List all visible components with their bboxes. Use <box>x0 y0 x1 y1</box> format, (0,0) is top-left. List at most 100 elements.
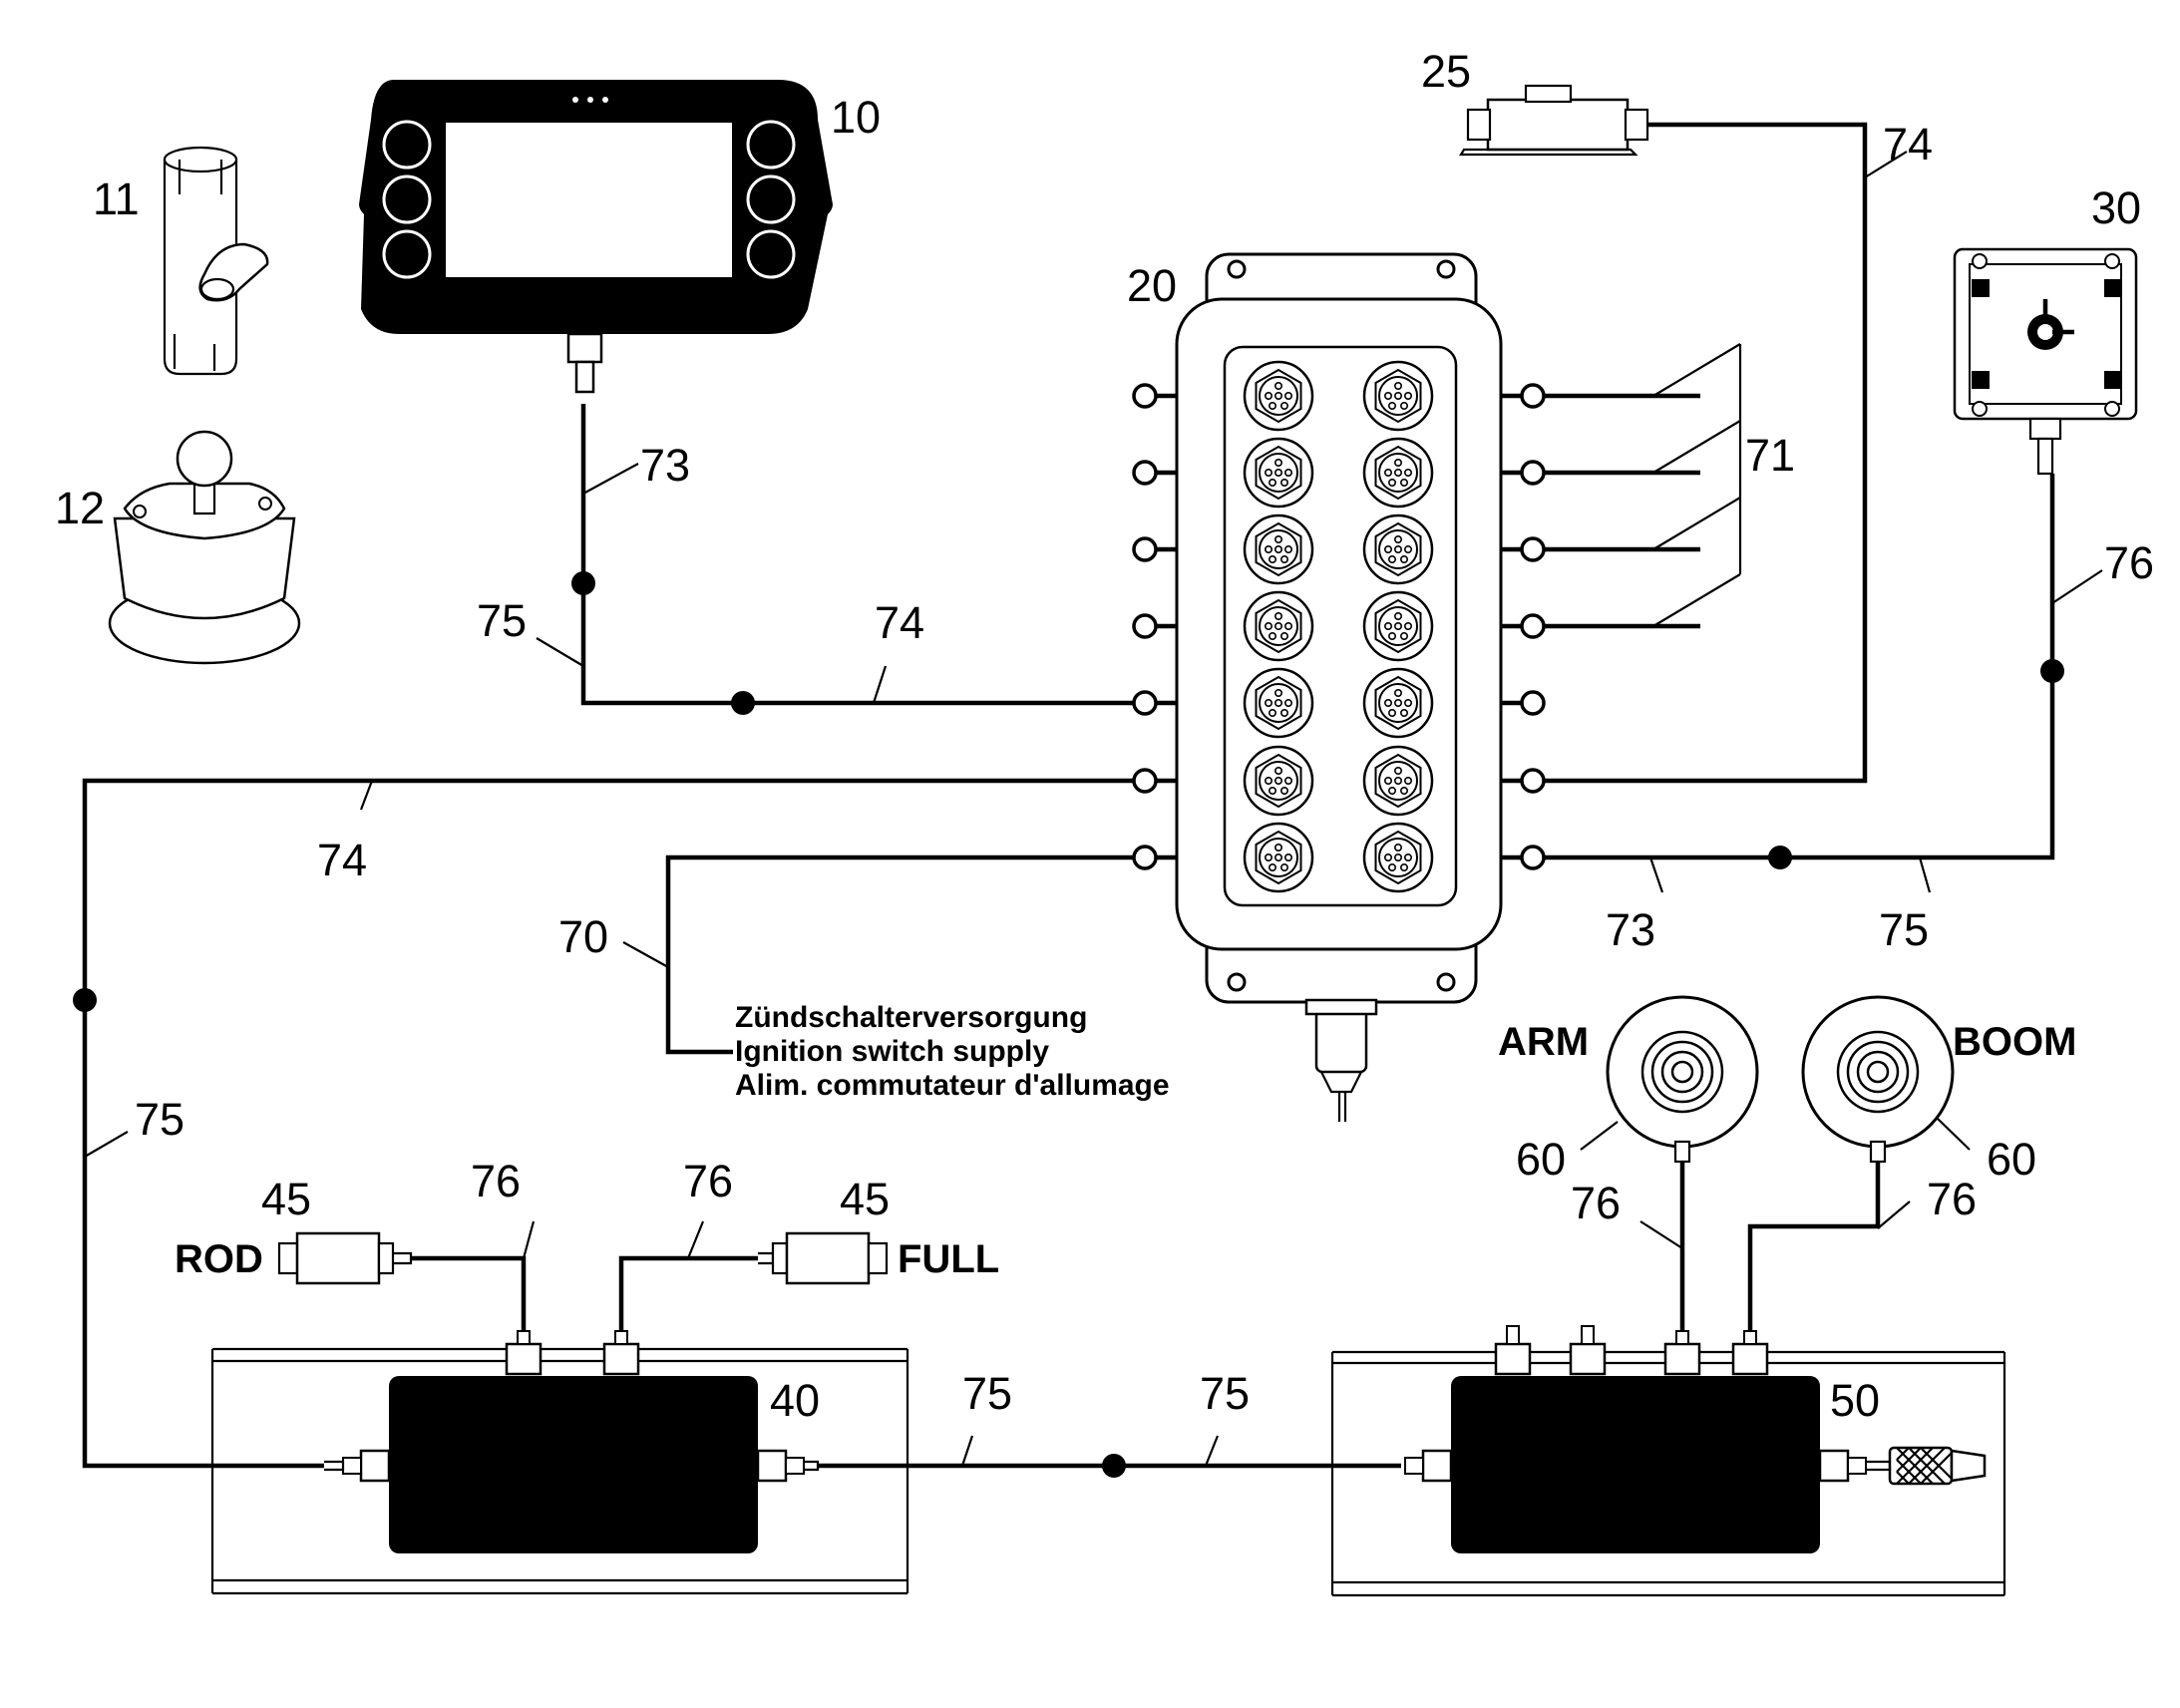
junction-dot <box>2040 659 2064 683</box>
hub-connector <box>1243 667 1314 739</box>
label-rotary-sensor-arm: 60 <box>1516 1134 1566 1185</box>
module-50-body <box>1451 1376 1820 1553</box>
pressure-sensor-rod <box>277 1231 413 1285</box>
sensor-name-arm: ARM <box>1498 1020 1589 1064</box>
hub-connector <box>1362 745 1434 817</box>
display-screen <box>446 123 732 277</box>
ports-group-leaders <box>1652 343 1742 627</box>
hub-port-right <box>1520 460 1546 486</box>
label-cable-76: 76 <box>1571 1178 1621 1228</box>
hub-connector <box>1362 822 1434 893</box>
label-angle-sensor: 30 <box>2091 182 2141 233</box>
hub-port-left <box>1132 613 1158 639</box>
label-cable-74: 74 <box>1883 119 1933 170</box>
label-cable-76: 76 <box>1927 1174 1977 1224</box>
sensor-name-boom: BOOM <box>1953 1020 2076 1064</box>
display-connector-tip <box>574 360 595 394</box>
wire-hub-to-module-40 <box>82 778 1137 1469</box>
label-cable-73: 73 <box>640 440 690 491</box>
hub-right-port-stubs <box>1501 393 1539 860</box>
rotary-sensor-boom <box>1801 995 1955 1164</box>
hub-connectors <box>1243 360 1434 893</box>
hub-connector <box>1362 590 1434 662</box>
display-button-r3 <box>746 229 796 279</box>
label-cable-74: 74 <box>317 835 367 885</box>
label-cable-74: 74 <box>875 597 924 648</box>
leader-lines <box>84 151 2103 1467</box>
hub-port-left <box>1132 768 1158 794</box>
hub-unit <box>1175 252 1503 1122</box>
ignition-note-de: Zündschalterversorgung <box>735 1001 1087 1034</box>
label-pressure-sensor-full: 45 <box>840 1174 890 1224</box>
pressure-sensor-full <box>758 1231 889 1285</box>
display-button-r2 <box>746 174 796 224</box>
label-hub: 20 <box>1127 260 1177 311</box>
hub-connector <box>1243 590 1314 662</box>
module-rod-full <box>210 1330 909 1595</box>
hub-connector <box>1362 667 1434 739</box>
wire-rod-sensor <box>411 1255 527 1331</box>
junction-dot <box>571 571 595 595</box>
label-tilt-sensor: 25 <box>1421 46 1471 97</box>
hub-connector-panel <box>1223 345 1458 907</box>
label-cable-76: 76 <box>683 1156 733 1206</box>
wire-boom-sensor <box>1747 1147 1881 1341</box>
mount-clamp <box>163 146 269 376</box>
hub-connector <box>1362 513 1434 585</box>
label-display: 10 <box>831 92 881 143</box>
hub-connector <box>1243 513 1314 585</box>
hub-connector <box>1243 822 1314 893</box>
label-cable-76: 76 <box>471 1156 521 1206</box>
hub-connector <box>1362 360 1434 432</box>
ignition-note-fr: Alim. commutateur d'allumage <box>735 1069 1170 1102</box>
tilt-sensor <box>1459 84 1649 157</box>
ball-mount <box>108 430 301 665</box>
display-button-l3 <box>382 229 432 279</box>
hub-port-left <box>1132 383 1158 409</box>
hub-port-left <box>1132 536 1158 562</box>
label-ignition-wire: 70 <box>558 911 608 962</box>
display-button-l1 <box>382 120 432 170</box>
wire-angle-sensor <box>1539 474 2055 860</box>
hub-connector <box>1362 437 1434 509</box>
wire-tilt-sensor <box>1539 122 1868 784</box>
label-cable-75: 75 <box>1879 904 1929 955</box>
module-arm-boom <box>1330 1325 2006 1597</box>
hub-gland-collar <box>1304 998 1378 1016</box>
junction-dot <box>731 691 755 715</box>
label-rotary-sensor-boom: 60 <box>1987 1134 2036 1185</box>
junction-dot <box>1102 1454 1126 1478</box>
display-unit <box>359 80 833 394</box>
hub-connector <box>1243 437 1314 509</box>
display-indicator <box>587 97 593 103</box>
label-cable-75: 75 <box>962 1368 1012 1419</box>
hub-port-left <box>1132 460 1158 486</box>
wire-display-to-hub <box>580 404 1137 706</box>
hub-port-circles <box>1132 383 1546 870</box>
junction-dots <box>73 571 2064 1478</box>
display-button-l2 <box>382 174 432 224</box>
ignition-note-en: Ignition switch supply <box>735 1035 1049 1068</box>
module-40-body <box>389 1376 758 1553</box>
label-ports-group: 71 <box>1745 430 1795 481</box>
sensor-name-rod: ROD <box>175 1237 263 1281</box>
hub-connector <box>1243 745 1314 817</box>
rotary-sensor-arm <box>1606 995 1759 1164</box>
junction-dot <box>1768 846 1792 869</box>
label-cable-75: 75 <box>477 595 527 646</box>
angle-sensor <box>1953 247 2138 476</box>
labels: 10 11 12 20 25 30 71 74 73 75 74 76 74 7… <box>55 46 2154 1426</box>
hub-connector <box>1243 360 1314 432</box>
wires <box>82 122 2055 1469</box>
terminator-plug <box>1888 1446 1954 1486</box>
label-mount-clamp: 11 <box>93 173 140 224</box>
display-connector <box>566 332 603 364</box>
display-indicator <box>602 97 608 103</box>
label-cable-76: 76 <box>2104 537 2154 588</box>
hub-port-right <box>1520 690 1546 716</box>
label-cable-75: 75 <box>135 1094 184 1145</box>
wire-full-sensor <box>618 1255 758 1331</box>
hub-port-right <box>1520 768 1546 794</box>
label-cable-75: 75 <box>1200 1368 1250 1419</box>
hub-port-left <box>1132 690 1158 716</box>
